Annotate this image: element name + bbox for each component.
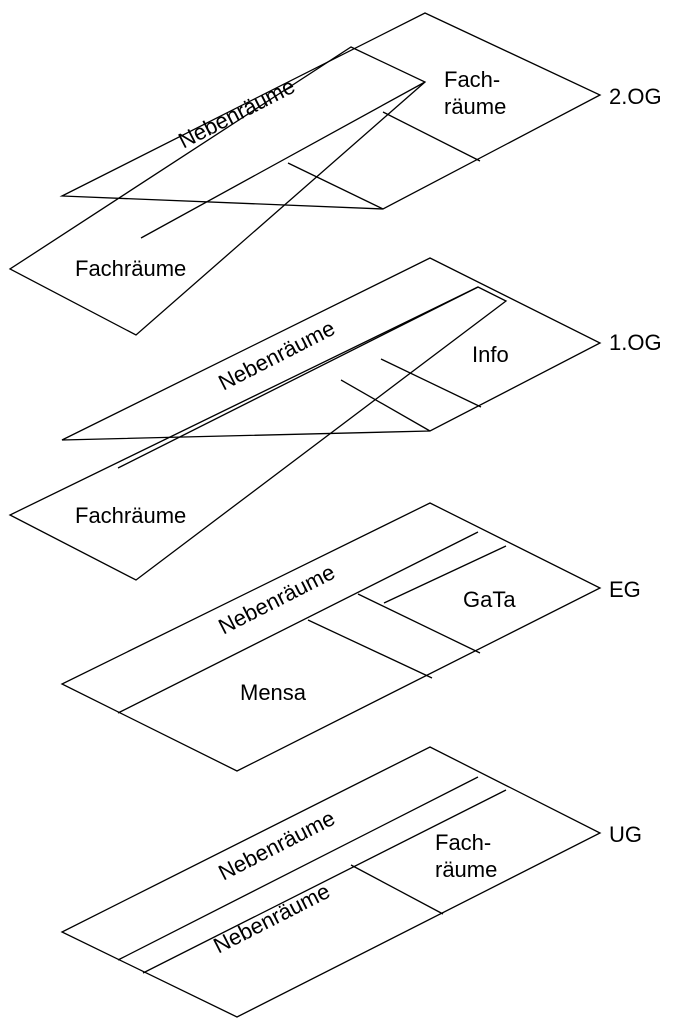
floor-1og: Nebenräume Info Fachräume 1.OG	[8, 257, 662, 581]
floor-eg-gata-label: GaTa	[463, 587, 516, 612]
floor-1og-wall-corridor	[117, 286, 479, 469]
floor-ug-fachraeume-label-line1: Fach-	[435, 830, 491, 855]
floor-2og-wall-fach	[382, 111, 481, 162]
floor-ug-wall-fach	[350, 864, 444, 915]
floor-2og-nebenraeume-label: Nebenräume	[174, 73, 299, 153]
floor-eg-mensa-label: Mensa	[240, 680, 307, 705]
floor-1og-level-label: 1.OG	[609, 330, 662, 355]
floor-2og-wall-corridor	[140, 81, 426, 239]
floor-2og-fachraeume-label-line2: räume	[444, 94, 506, 119]
floor-2og-level-label: 2.OG	[609, 84, 662, 109]
floor-ug: Nebenräume Nebenräume Fach- räume UG	[60, 746, 642, 1018]
floor-eg-wall-corridor-1	[117, 531, 479, 714]
floor-eg-level-label: EG	[609, 577, 641, 602]
floor-1og-info-label: Info	[472, 342, 509, 367]
floor-2og-fachraeume-bottom-label: Fachräume	[75, 256, 186, 281]
floor-2og-upper-slab	[59, 12, 602, 210]
floor-2og: Nebenräume Fach- räume Fachräume 2.OG	[8, 12, 662, 336]
floor-2og-fachraeume-label-line1: Fach-	[444, 67, 500, 92]
floor-eg-wall-corridor-2	[383, 545, 507, 604]
floor-1og-upper-slab	[61, 257, 602, 441]
floor-ug-wall-corridor-2	[142, 789, 507, 974]
floor-1og-wall-info	[380, 358, 482, 408]
floor-ug-level-label: UG	[609, 822, 642, 847]
floor-eg-slab	[60, 502, 602, 772]
floor-ug-slab	[60, 746, 602, 1018]
floor-ug-nebenraeume-upper-label: Nebenräume	[214, 805, 339, 885]
floor-1og-wall-mid	[340, 379, 431, 432]
floor-ug-fachraeume-label-line2: räume	[435, 857, 497, 882]
floor-1og-lower-slab	[8, 286, 508, 581]
floor-1og-fachraeume-bottom-label: Fachräume	[75, 503, 186, 528]
floor-eg: Nebenräume GaTa Mensa EG	[60, 502, 641, 772]
floor-2og-wall-mid	[287, 162, 384, 210]
floor-eg-wall-mensa	[307, 619, 433, 679]
floor-eg-wall-gata	[357, 593, 481, 654]
floor-ug-wall-corridor-1	[117, 776, 479, 961]
floor-2og-lower-slab	[8, 46, 427, 336]
floor-ug-nebenraeume-lower-label: Nebenräume	[209, 878, 334, 958]
